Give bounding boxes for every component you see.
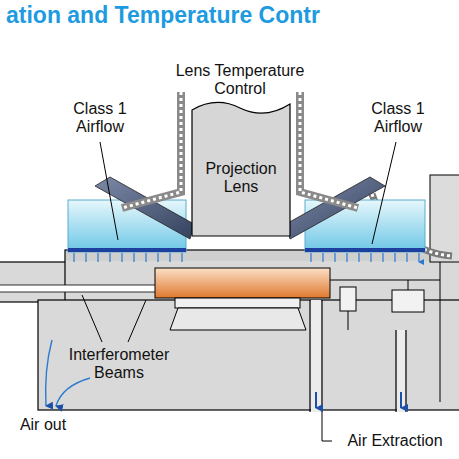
- node-text: Projection Lens: [192, 160, 290, 196]
- part-label: Lens Temperature Control: [152, 62, 328, 98]
- airflow-label: Class 1 Airflow: [62, 100, 138, 136]
- airflow-label: Air out: [8, 416, 78, 434]
- leader-lines: [82, 142, 396, 441]
- projection-lens: Projection Lens: [192, 122, 290, 234]
- projection-lens-body: [122, 92, 358, 236]
- airflow-label: Air Extraction: [334, 432, 456, 450]
- part-label: Interferometer Beams: [54, 346, 184, 382]
- airflow-label: Class 1 Airflow: [360, 100, 436, 136]
- air-flow-arrows: [46, 340, 401, 408]
- page-title: ation and Temperature Contr: [6, 2, 320, 28]
